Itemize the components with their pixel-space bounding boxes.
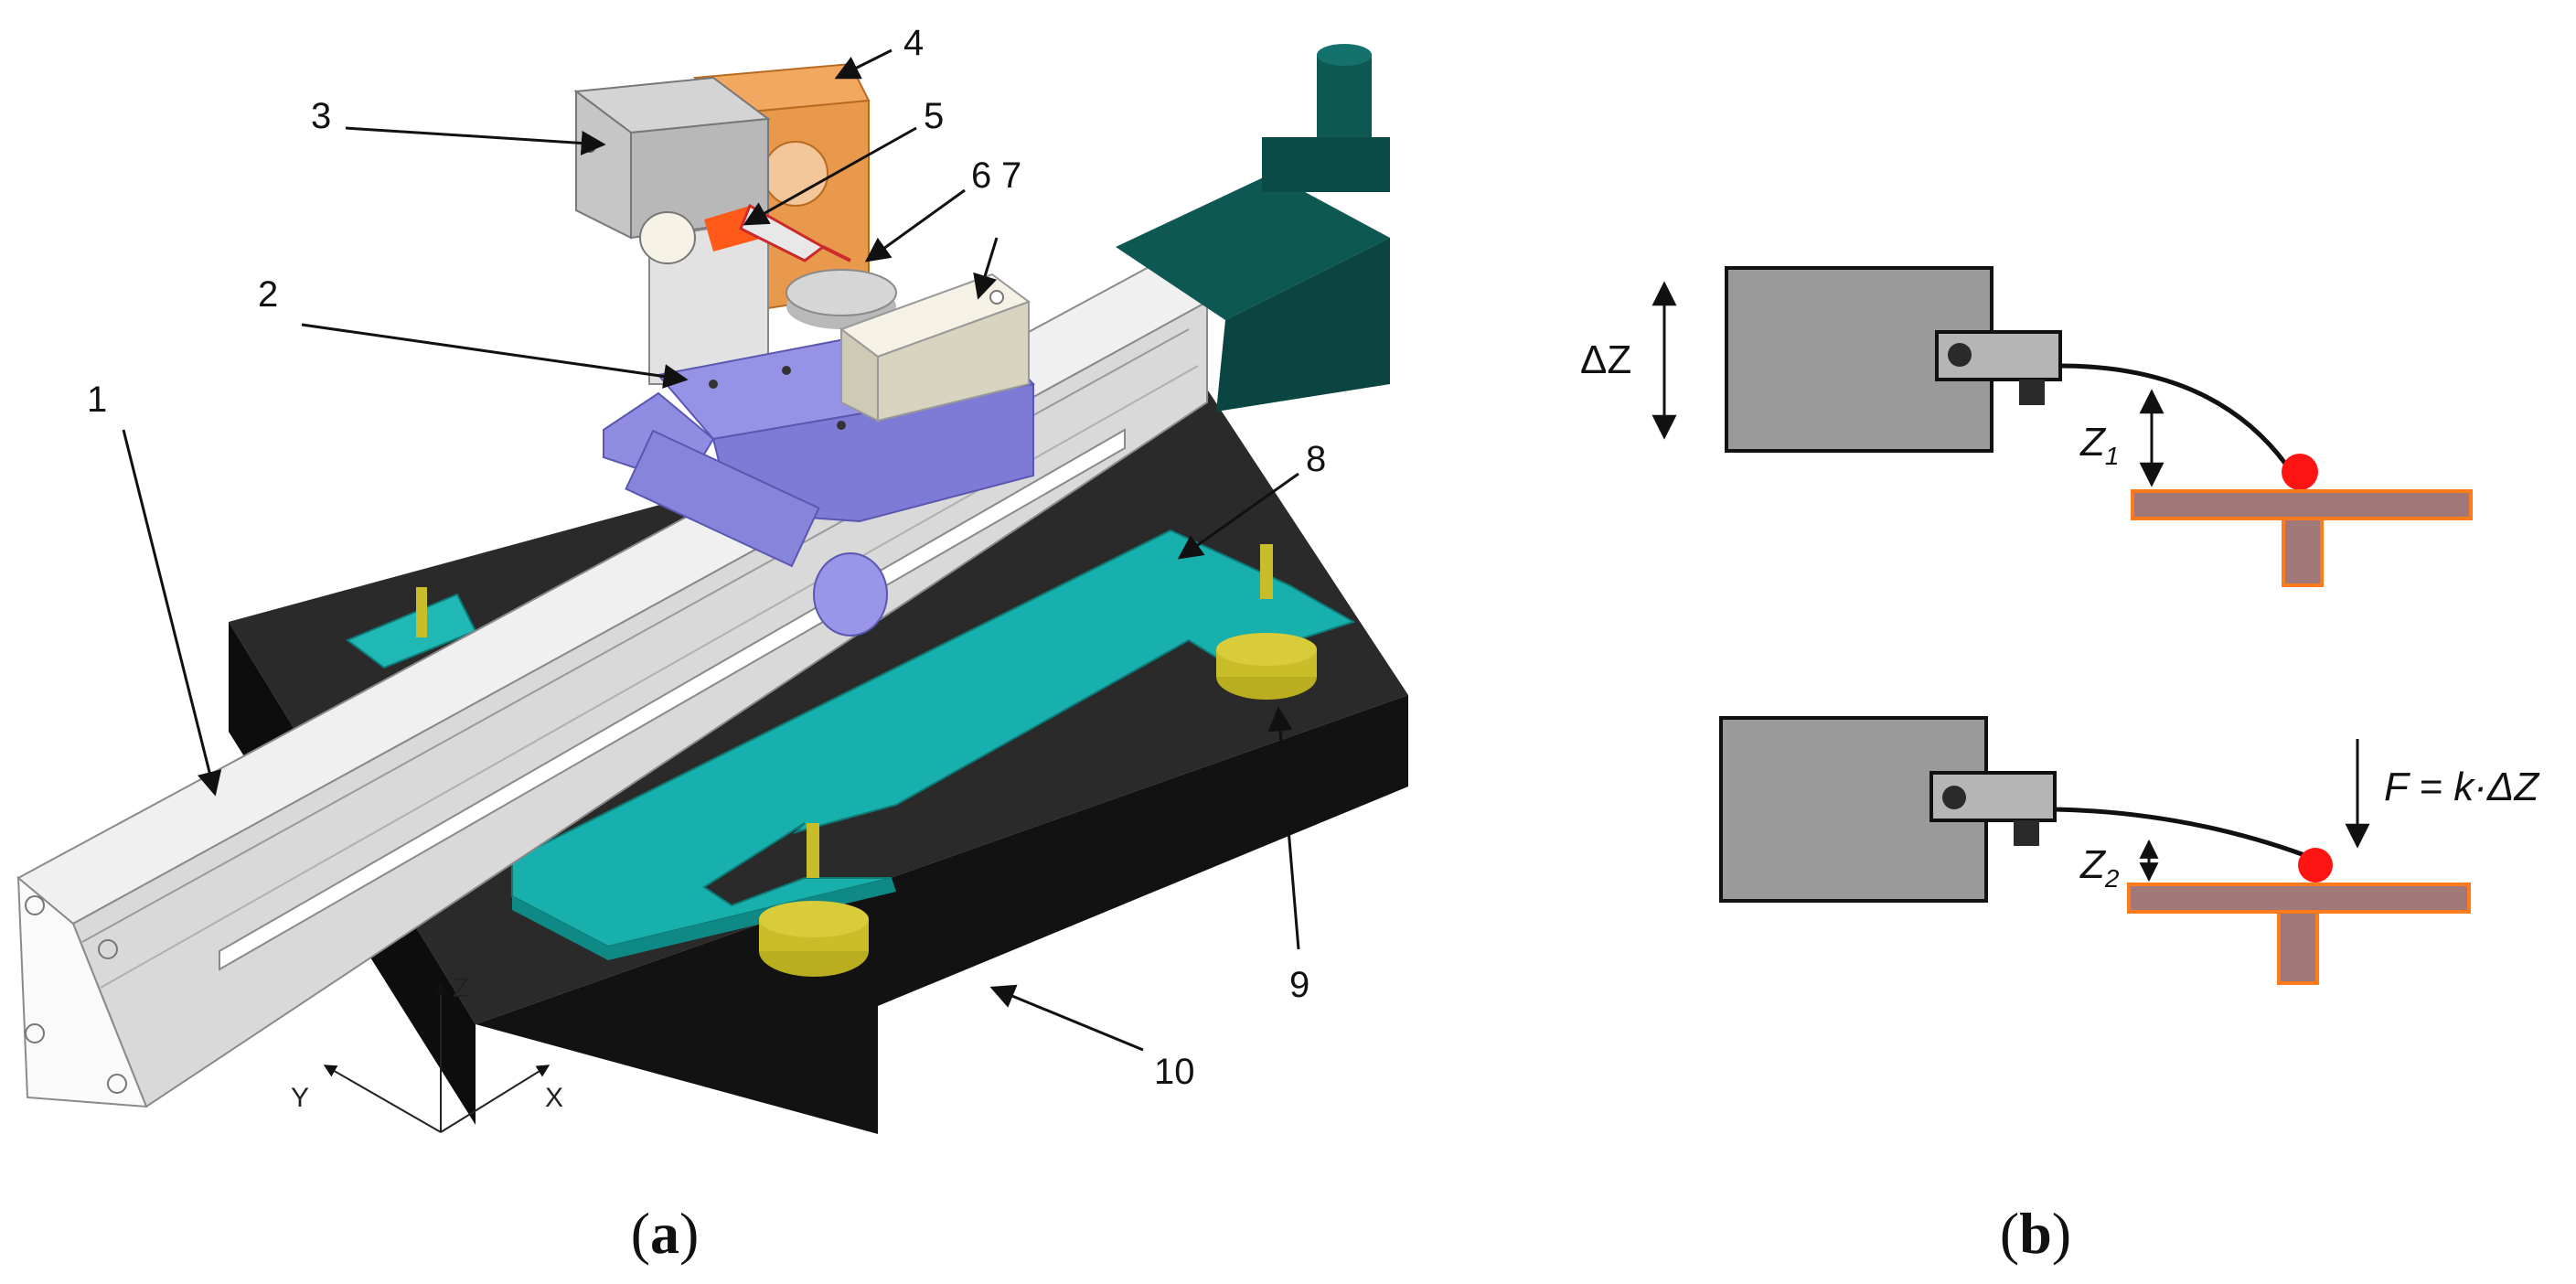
panel-a-caption: (a) [631,1201,700,1266]
callout-7: 7 [1001,155,1021,196]
coordinate-axes [323,981,550,1133]
sample-disk [786,269,897,329]
target-stem-top [2282,517,2324,587]
panel-a-apparatus: 1 2 3 4 5 6 7 8 9 10 Z Y X (a) [16,23,1408,1266]
cantilever-beam-top [2059,363,2289,466]
callout-9: 9 [1289,965,1309,1005]
target-stem-bottom [2277,910,2319,985]
screw-bottom [1942,786,1966,809]
panel-b-caption: (b) [2000,1201,2071,1266]
grey-sensor-block [573,76,771,385]
target-plate-top [2131,489,2473,520]
axis-label-z: Z [453,973,469,1003]
cantilever-beam-bottom [2054,807,2305,858]
callout-8: 8 [1306,439,1326,479]
target-plate-bottom [2127,883,2471,914]
panel-b-schematic: ΔZ Z1 F = k·ΔZ Z2 (b) [1580,266,2540,1266]
vibration-isolation-feet [416,544,1317,977]
callout-2: 2 [258,274,278,315]
callout-5: 5 [924,96,944,136]
callout-6: 6 [971,155,991,196]
callout-1: 1 [87,380,107,420]
delta-z-label: ΔZ [1580,337,1631,382]
z2-label: Z2 [2079,842,2120,893]
tip-bottom [2014,820,2039,846]
ball-bottom [2298,848,2333,883]
screw-top [1948,343,1972,367]
stepper-motor [1116,44,1390,412]
callout-10: 10 [1154,1052,1195,1092]
force-label: F = k·ΔZ [2384,765,2540,809]
z1-label: Z1 [2079,420,2119,470]
callout-4: 4 [903,23,924,63]
tip-top [2019,380,2045,405]
state-loaded: F = k·ΔZ Z2 [1719,716,2540,985]
state-unloaded: ΔZ Z1 [1580,266,2473,587]
callout-labels: 1 2 3 4 5 6 7 8 9 10 [87,23,1326,1092]
axis-label-y: Y [291,1083,309,1113]
teal-mounting-plate [346,529,1356,960]
callout-arrows [122,48,1300,1052]
axis-label-x: X [545,1083,563,1113]
callout-3: 3 [311,96,331,136]
ball-top [2282,454,2318,490]
